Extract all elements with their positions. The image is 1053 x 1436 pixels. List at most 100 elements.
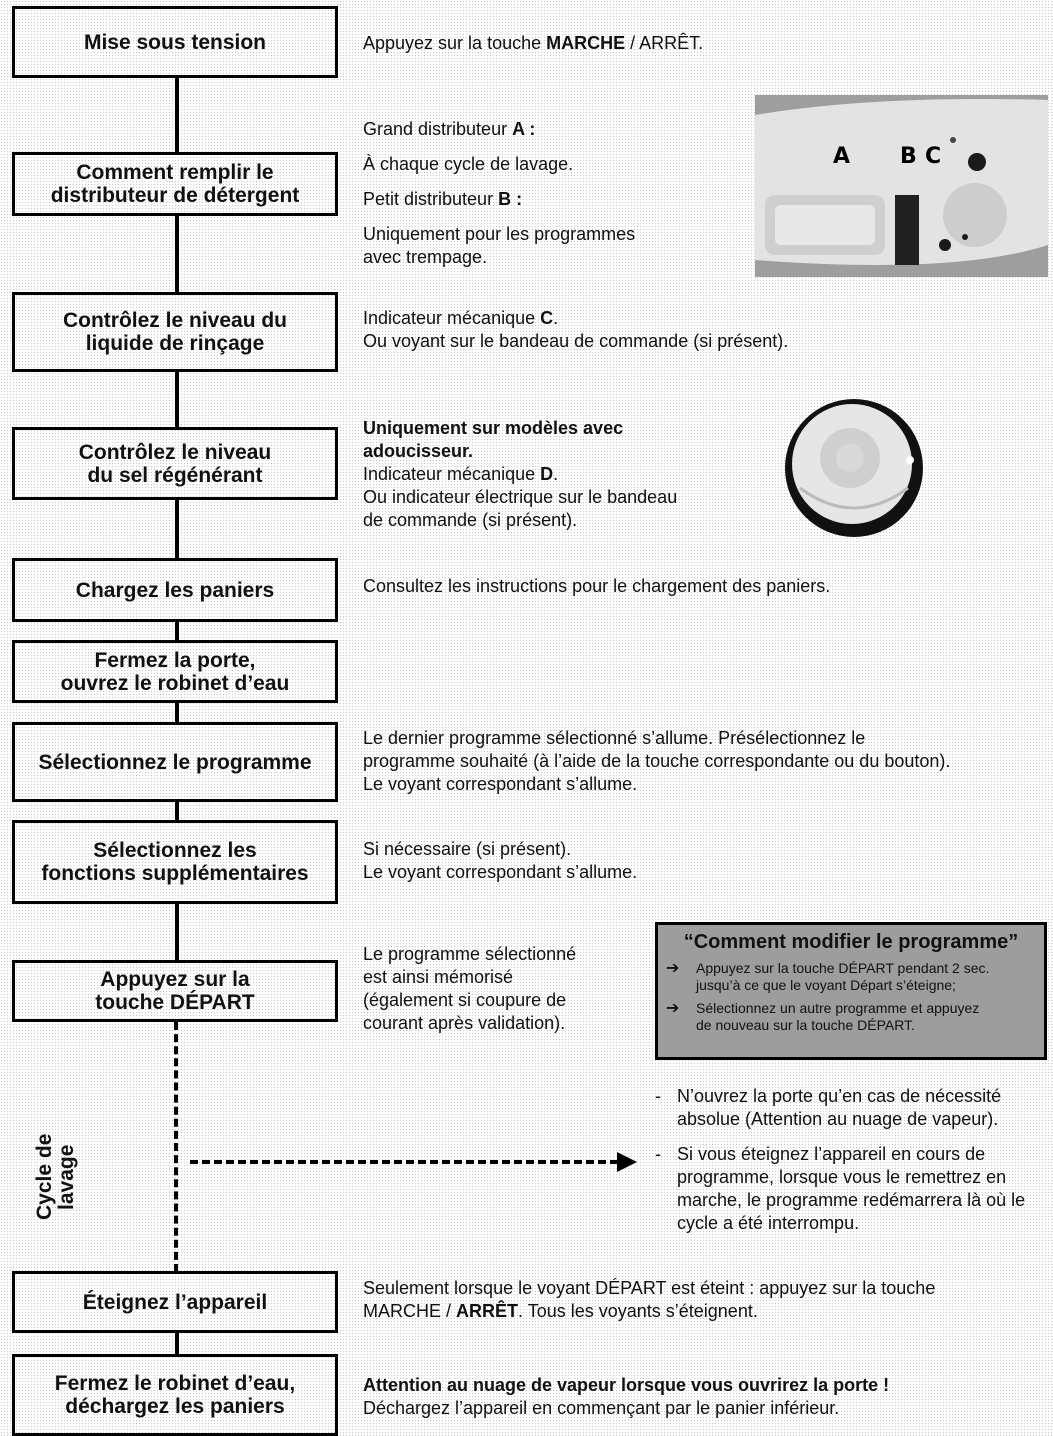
step-title-line: Sélectionnez les (93, 839, 257, 862)
step-title-line: déchargez les paniers (65, 1395, 285, 1418)
cycle-dashed-line (174, 1022, 178, 1272)
text: avec trempage. (363, 247, 488, 267)
arrow-right-icon (617, 1152, 637, 1172)
text: / ARRÊT. (625, 33, 704, 53)
text: est ainsi mémorisé (363, 967, 514, 987)
step-title: Chargez les paniers (75, 578, 275, 602)
change-program-note: “Comment modifier le programme” ➔ Appuye… (655, 922, 1047, 1060)
salt-indicator-photo (785, 399, 923, 537)
connector-line (175, 500, 179, 558)
step-title-line: liquide de rinçage (85, 332, 265, 355)
step-title-line: fonctions supplémentaires (41, 862, 309, 885)
step-title: Sélectionnez le programme (38, 750, 312, 774)
connector-line (175, 622, 179, 640)
text: Le dernier programme sélectionné s’allum… (363, 728, 866, 748)
cycle-label-line: Cycle de (33, 1133, 56, 1220)
text-bold: Uniquement sur modèles avec (363, 418, 624, 438)
label-a: A (833, 144, 850, 169)
step-title-line: distributeur de détergent (50, 184, 300, 207)
label-c: C (925, 144, 941, 169)
step-title: Éteignez l’appareil (82, 1290, 268, 1314)
text-bold: C (540, 308, 554, 328)
text: de nouveau sur la touche DÉPART. (696, 1017, 915, 1033)
note-item: ➔ Appuyez sur la touche DÉPART pendant 2… (666, 960, 1036, 994)
step-select-program: Sélectionnez le programme (12, 722, 338, 802)
text: Appuyez sur la touche (363, 33, 547, 53)
text-bold: MARCHE (546, 33, 626, 53)
text: Déchargez l’appareil en commençant par l… (363, 1398, 840, 1418)
step-title-line: Fermez la porte, (94, 648, 256, 672)
text: À chaque cycle de lavage. (363, 154, 574, 174)
connector-line (175, 216, 179, 292)
connector-line (175, 78, 179, 152)
step-switch-off: Éteignez l’appareil (12, 1271, 338, 1333)
text: Ou voyant sur le bandeau de commande (si… (363, 331, 789, 351)
arrow-right-icon: ➔ (666, 960, 680, 977)
text-bold: Attention au nuage de vapeur lorsque vou… (363, 1375, 890, 1395)
desc-rinse-aid: Indicateur mécanique C. Ou voyant sur le… (363, 307, 788, 353)
text: Si vous éteignez l’appareil en cours de … (677, 1144, 1026, 1233)
step-title: Mise sous tension (83, 30, 267, 54)
text: MARCHE / (363, 1301, 457, 1321)
cycle-label: Cycle de lavage (30, 1110, 100, 1220)
dispenser-photo: A B C (755, 95, 1048, 277)
label-b: B (900, 144, 917, 169)
list-item: -Si vous éteignez l’appareil en cours de… (655, 1143, 1050, 1235)
text-bold: B : (498, 189, 523, 209)
text: courant après validation). (363, 1013, 566, 1033)
text: N’ouvrez la porte qu’en cas de nécessité… (677, 1086, 1002, 1129)
list-item: -N’ouvrez la porte qu’en cas de nécessit… (655, 1085, 1050, 1131)
connector-line (175, 703, 179, 722)
text: Le programme sélectionné (363, 944, 577, 964)
connector-line (175, 372, 179, 427)
step-power-on: Mise sous tension (12, 6, 338, 78)
text: Sélectionnez un autre programme et appuy… (696, 1000, 980, 1016)
desc-select-program: Le dernier programme sélectionné s’allum… (363, 727, 950, 796)
note-item: ➔ Sélectionnez un autre programme et app… (666, 1000, 1036, 1034)
text: programme souhaité (à l’aide de la touch… (363, 751, 951, 771)
step-title-line: du sel régénérant (87, 463, 263, 487)
connector-line (175, 904, 179, 960)
text: Indicateur mécanique (363, 464, 541, 484)
step-title-line: Contrôlez le niveau (78, 440, 272, 464)
text-bold: D (540, 464, 554, 484)
step-title-line: Appuyez sur la (100, 968, 250, 991)
step-title-line: ouvrez le robinet d’eau (60, 671, 290, 695)
text: Petit distributeur (363, 189, 499, 209)
step-title-line: Contrôlez le niveau du (62, 309, 288, 332)
desc-load: Consultez les instructions pour le charg… (363, 575, 830, 598)
text: . Tous les voyants s’éteignent. (518, 1301, 758, 1321)
arrow-right-icon: ➔ (666, 1000, 680, 1017)
desc-power-on: Appuyez sur la touche MARCHE / ARRÊT. (363, 32, 703, 55)
text: Grand distributeur (363, 119, 513, 139)
text: Consultez les instructions pour le charg… (363, 576, 831, 596)
text-bold: A : (512, 119, 536, 139)
text: Appuyez sur la touche DÉPART pendant 2 s… (696, 960, 990, 976)
note-title: “Comment modifier le programme” (683, 931, 1019, 953)
desc-salt: Uniquement sur modèles avec adoucisseur.… (363, 417, 677, 532)
desc-close-tap: Attention au nuage de vapeur lorsque vou… (363, 1374, 889, 1420)
text-bold: ARRÊT (456, 1301, 519, 1321)
text: (également si coupure de (363, 990, 567, 1010)
desc-detergent: Grand distributeur A : À chaque cycle de… (363, 118, 635, 269)
cycle-notes: -N’ouvrez la porte qu’en cas de nécessit… (655, 1085, 1050, 1247)
text: Le voyant correspondant s’allume. (363, 774, 638, 794)
text: jusqu’à ce que le voyant Départ s’éteign… (696, 977, 956, 993)
text: Uniquement pour les programmes (363, 224, 636, 244)
text: Seulement lorsque le voyant DÉPART est é… (363, 1278, 936, 1298)
text: Indicateur mécanique (363, 308, 541, 328)
step-title-line: Fermez le robinet d’eau, (54, 1372, 296, 1395)
text: . (553, 464, 559, 484)
desc-extra-functions: Si nécessaire (si présent). Le voyant co… (363, 838, 637, 884)
text: de commande (si présent). (363, 510, 578, 530)
step-load-baskets: Chargez les paniers (12, 558, 338, 622)
text: Ou indicateur électrique sur le bandeau (363, 487, 678, 507)
desc-press-start: Le programme sélectionné est ainsi mémor… (363, 943, 576, 1035)
text: Le voyant correspondant s’allume. (363, 862, 638, 882)
text-bold: adoucisseur. (363, 441, 474, 461)
